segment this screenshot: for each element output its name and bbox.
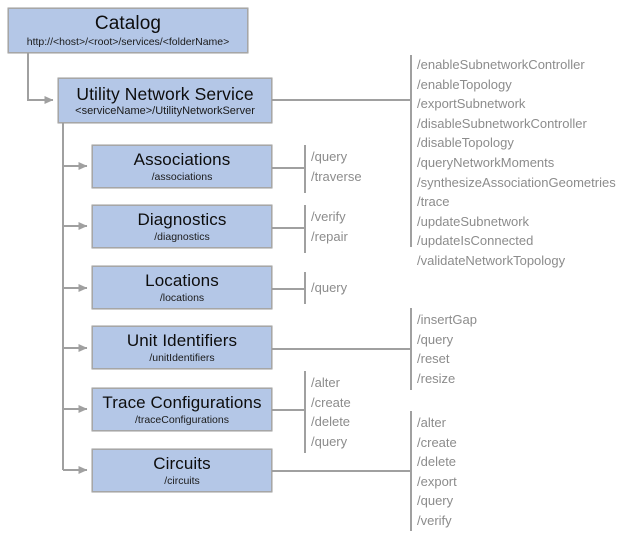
node-utility-network-service[interactable]: Utility Network Service <serviceName>/Ut… xyxy=(58,78,272,123)
operation-item[interactable]: /exportSubnetwork xyxy=(417,96,526,112)
operations-trace-configurations: /alter/create/delete/query xyxy=(311,373,351,451)
operation-bar-trace-configurations xyxy=(304,371,306,453)
operation-bar-associations xyxy=(304,145,306,193)
node-associations[interactable]: Associations /associations xyxy=(92,145,272,188)
operation-item[interactable]: /alter xyxy=(417,415,446,430)
node-locations-title: Locations xyxy=(145,270,219,290)
node-circuits-path: /circuits xyxy=(164,474,200,487)
node-catalog-title: Catalog xyxy=(94,12,162,34)
operations-locations: /query xyxy=(311,278,347,298)
operation-item[interactable]: /enableSubnetworkController xyxy=(417,57,585,72)
operation-item[interactable]: /delete xyxy=(417,454,457,470)
node-utility-network-service-title: Utility Network Service xyxy=(76,83,254,104)
node-unit-identifiers-title: Unit Identifiers xyxy=(126,330,238,350)
node-diagnostics-title: Diagnostics xyxy=(137,209,227,229)
operation-item[interactable]: /reset xyxy=(417,351,450,367)
node-trace-configurations-path: /traceConfigurations xyxy=(135,413,229,426)
operation-item[interactable]: /resize xyxy=(417,370,456,386)
operations-utility-network-service: /enableSubnetworkController/enableTopolo… xyxy=(417,55,616,271)
operation-item[interactable]: /synthesizeAssociationGeometries xyxy=(417,174,616,190)
operation-item[interactable]: /query xyxy=(311,280,348,295)
node-trace-configurations[interactable]: Trace Configurations /traceConfiguration… xyxy=(92,388,272,431)
node-catalog[interactable]: Catalog http://<host>/<root>/services/<f… xyxy=(8,8,248,53)
node-diagnostics[interactable]: Diagnostics /diagnostics xyxy=(92,205,272,248)
operation-bar-diagnostics xyxy=(304,205,306,253)
operation-item[interactable]: /verify xyxy=(417,512,452,528)
node-associations-path: /associations xyxy=(151,170,213,183)
operation-bar-locations xyxy=(304,272,306,304)
operation-item[interactable]: /updateIsConnected xyxy=(417,233,534,249)
node-locations[interactable]: Locations /locations xyxy=(92,266,272,309)
operation-item[interactable]: /create xyxy=(311,394,351,410)
operations-circuits: /alter/create/delete/export/query/verify xyxy=(417,413,457,531)
operation-item[interactable]: /query xyxy=(311,149,348,164)
operation-bar-utility-network-service xyxy=(410,55,412,247)
operation-item[interactable]: /export xyxy=(417,473,457,489)
operation-item[interactable]: /disableSubnetworkController xyxy=(417,115,587,131)
node-diagnostics-path: /diagnostics xyxy=(154,230,210,243)
operation-item[interactable]: /repair xyxy=(311,228,348,244)
node-circuits[interactable]: Circuits /circuits xyxy=(92,449,272,492)
operations-associations: /query/traverse xyxy=(311,147,362,186)
operation-item[interactable]: /query xyxy=(311,433,348,449)
operation-item[interactable]: /traverse xyxy=(311,168,362,184)
operation-item[interactable]: /validateNetworkTopology xyxy=(417,252,566,268)
operations-unit-identifiers: /insertGap/query/reset/resize xyxy=(417,310,477,388)
operation-item[interactable]: /enableTopology xyxy=(417,76,512,92)
node-associations-title: Associations xyxy=(133,149,231,169)
node-locations-path: /locations xyxy=(159,291,205,304)
operation-item[interactable]: /create xyxy=(417,434,457,450)
node-catalog-path: http://<host>/<root>/services/<folderNam… xyxy=(26,35,230,48)
operation-item[interactable]: /disableTopology xyxy=(417,135,514,151)
node-utility-network-service-path: <serviceName>/UtilityNetworkServer xyxy=(75,104,255,117)
operation-bar-circuits xyxy=(410,411,412,531)
operation-bar-unit-identifiers xyxy=(410,308,412,390)
operation-item[interactable]: /queryNetworkMoments xyxy=(417,154,555,170)
operation-item[interactable]: /alter xyxy=(311,375,340,390)
operation-item[interactable]: /delete xyxy=(311,414,351,430)
connector-catalog-to-uns xyxy=(27,52,54,104)
operation-item[interactable]: /insertGap xyxy=(417,312,477,327)
node-unit-identifiers-path: /unitIdentifiers xyxy=(149,351,215,364)
operation-item[interactable]: /verify xyxy=(311,209,346,224)
node-trace-configurations-title: Trace Configurations xyxy=(102,392,262,412)
operations-diagnostics: /verify/repair xyxy=(311,207,348,246)
node-unit-identifiers[interactable]: Unit Identifiers /unitIdentifiers xyxy=(92,326,272,369)
operation-item[interactable]: /trace xyxy=(417,194,450,210)
node-circuits-title: Circuits xyxy=(153,453,211,473)
operation-item[interactable]: /query xyxy=(417,493,454,509)
operation-item[interactable]: /query xyxy=(417,331,454,347)
operation-item[interactable]: /updateSubnetwork xyxy=(417,213,530,229)
